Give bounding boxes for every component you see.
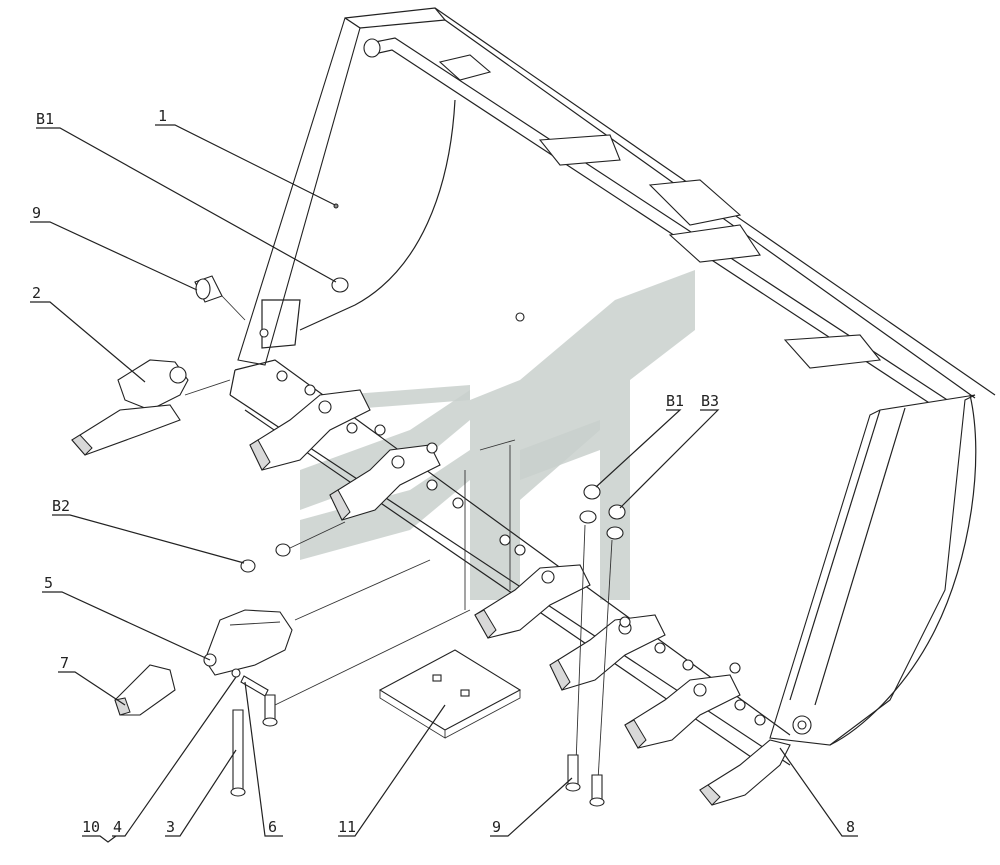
label-3: 3 <box>166 818 175 836</box>
nut-b1-top <box>331 277 349 293</box>
part-9-pin <box>194 275 246 321</box>
label-9-bottom: 9 <box>492 818 501 836</box>
label-7: 7 <box>60 654 69 672</box>
leader-10 <box>82 835 117 843</box>
leader-1 <box>155 124 336 206</box>
leader-6 <box>244 681 283 837</box>
label-b2: B2 <box>52 497 70 515</box>
leader-b1-top <box>36 127 337 283</box>
label-b1-right: B1 <box>666 392 684 410</box>
label-4: 4 <box>113 818 122 836</box>
watermark-logo <box>300 270 695 600</box>
label-11: 11 <box>338 818 356 836</box>
nuts-b2 <box>240 521 346 573</box>
leader-5 <box>42 591 211 661</box>
teeth-row <box>249 370 791 806</box>
part-9-bolts-bottom <box>565 754 605 807</box>
leader-3 <box>165 749 237 837</box>
label-b1-top: B1 <box>36 110 54 128</box>
leader-b2 <box>52 514 245 564</box>
label-9-left: 9 <box>32 204 41 222</box>
leader-9-bottom <box>490 777 573 837</box>
part-6-pin <box>240 675 269 697</box>
label-b3: B3 <box>701 392 719 410</box>
part-3-bolts <box>230 694 278 797</box>
leader-lines <box>30 124 858 843</box>
label-2: 2 <box>32 284 41 302</box>
exploded-parts <box>71 275 626 807</box>
label-1: 1 <box>158 107 167 125</box>
part-11-wear-plate <box>378 649 522 739</box>
leader-b1-right <box>595 409 682 488</box>
leader-2 <box>30 301 146 383</box>
label-10: 10 <box>82 818 100 836</box>
part-4-washer <box>231 668 241 678</box>
nuts-b1-b3-right <box>574 484 626 791</box>
label-5: 5 <box>44 574 53 592</box>
edge-bolts <box>276 370 766 726</box>
leader-7 <box>58 671 126 706</box>
label-6: 6 <box>268 818 277 836</box>
bucket-body <box>229 7 996 771</box>
leader-9-left <box>30 221 198 291</box>
leader-11 <box>338 704 446 837</box>
leader-b3 <box>619 409 720 509</box>
leader-4 <box>112 676 237 837</box>
callout-labels: B1 1 9 2 B1 B3 B2 5 7 10 4 3 6 11 9 8 <box>32 107 855 836</box>
leader-8 <box>779 747 858 837</box>
part-5-adapter <box>203 559 431 676</box>
label-8: 8 <box>846 818 855 836</box>
